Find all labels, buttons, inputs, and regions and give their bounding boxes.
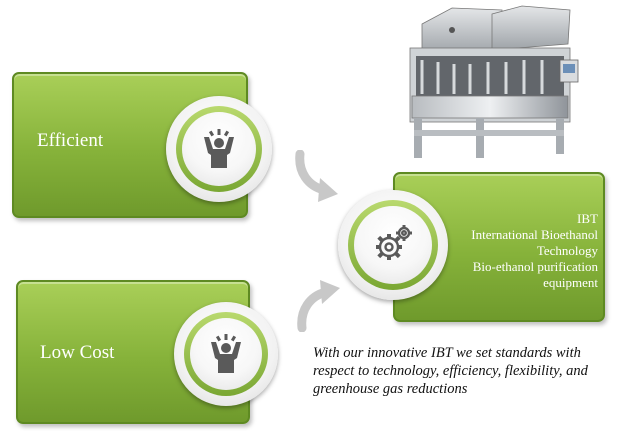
low-cost-badge xyxy=(174,302,278,406)
gears-icon xyxy=(376,225,412,260)
machine-photo xyxy=(409,5,579,158)
tagline-line: greenhouse gas reductions xyxy=(313,381,468,397)
ibt-badge xyxy=(338,190,448,300)
tagline: With our innovative IBT we set standards… xyxy=(313,344,588,398)
ibt-line: Bio-ethanol purification xyxy=(472,259,598,274)
efficient-label: Efficient xyxy=(37,130,104,151)
ibt-line: International Bioethanol xyxy=(471,227,598,242)
ibt-line: IBT xyxy=(577,211,598,226)
tagline-line: respect to technology, efficiency, flexi… xyxy=(313,363,588,379)
low-cost-label: Low Cost xyxy=(40,342,115,363)
arrow-up-right-icon xyxy=(297,280,340,332)
ibt-line: Technology xyxy=(536,243,598,258)
ibt-description: IBT International Bioethanol Technology … xyxy=(471,211,598,291)
cheering-person-icon xyxy=(204,129,234,168)
efficient-badge xyxy=(166,96,272,202)
tagline-line: With our innovative IBT we set standards… xyxy=(313,345,581,361)
cheering-person-icon xyxy=(211,334,241,373)
ibt-line: equipment xyxy=(543,275,598,290)
arrow-down-right-icon xyxy=(295,150,338,202)
